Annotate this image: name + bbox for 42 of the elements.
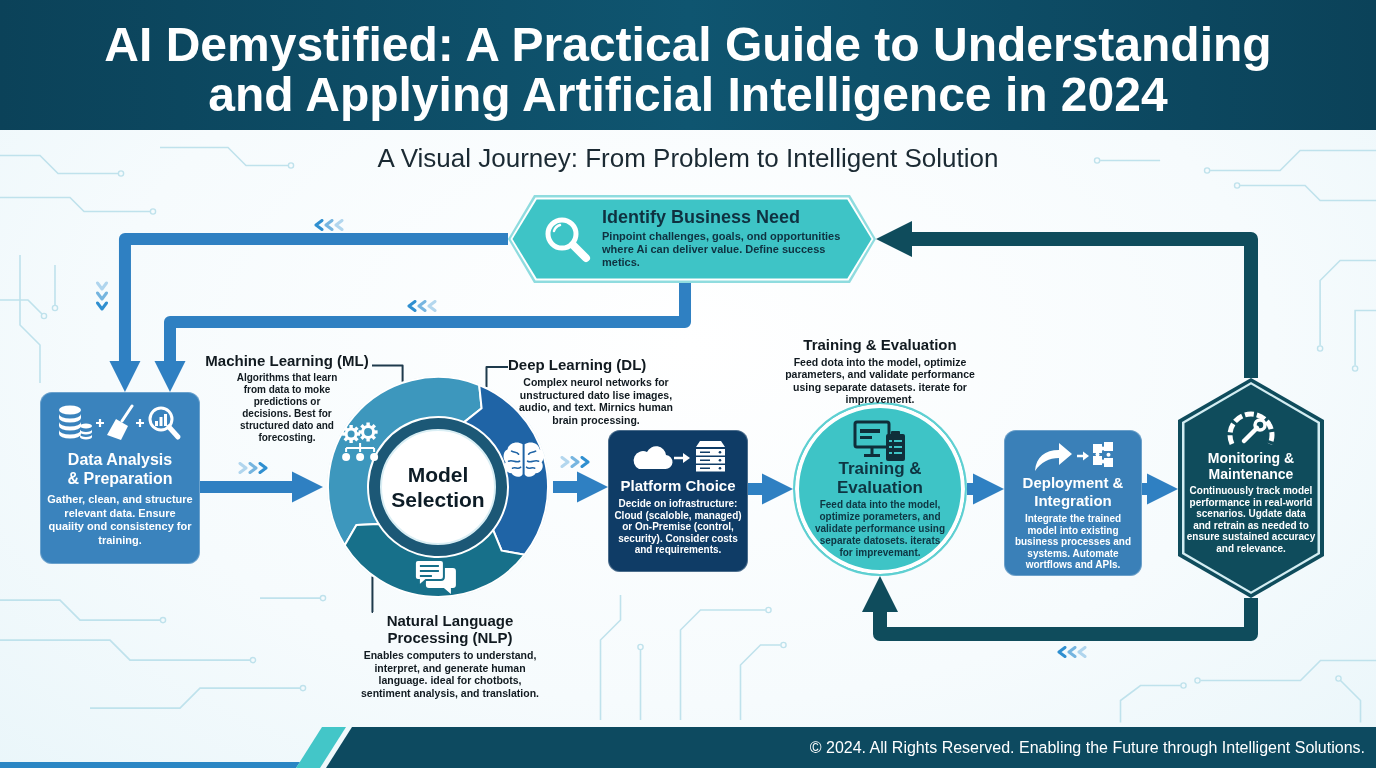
caption-heading: Training & Evaluation (802, 336, 958, 354)
flow-arrow (1141, 473, 1178, 505)
node-title: Platform Choice (619, 477, 737, 495)
node-description: Continuously track model performance in real-world scenarios. Ugdate data and retrain as needed to ensure sustained accuracy and relevance. (1186, 485, 1316, 554)
topic-description: Algorithms that learn from data to moke predictions or decisions. Best for structured dato and forecosting. (235, 372, 339, 444)
flow-arrow (861, 576, 1258, 641)
process-hexagon (1178, 378, 1324, 598)
node-title: Data Analysis & Preparation (66, 450, 174, 488)
node-description: Feed data into the model, optimize porameters, and validate performance using separate datosets. iterats for imprevemant. (813, 499, 946, 559)
topic-description: Enables computers to understand, interpret, and generate human language. ideal for chotbots, sentiment analysis, and translation. (360, 649, 540, 699)
node-description: Gather, clean, and structure relevant data. Ensure quaiity ond consistency for training. (46, 493, 194, 547)
leader-line (485, 365, 509, 389)
flow-arrow (199, 471, 323, 503)
process-card (608, 430, 748, 572)
node-description: Decide on iofrastructure: Cloud (scaloble, managed) or On-Premise (control, security). Consider costs and requirements. (613, 498, 743, 556)
title: AI Demystified: A Practical Guide to Understanding and Applying Artificial Intelligence in 2024 (103, 20, 1273, 120)
process-card (40, 392, 200, 564)
node-title: Model Selection (390, 462, 486, 512)
node-title: Monitoring & Maintenance (1206, 450, 1296, 482)
topic-description: Complex neurol networks for unstructured dato lise images, audio, and text. Mirnics human brain processing. (518, 376, 674, 426)
flow-arrow (876, 220, 1258, 378)
node-title: Training & Evaluation (836, 459, 924, 497)
flow-arrow (154, 283, 691, 392)
topic-heading: Natural Language Processing (NLP) (385, 612, 515, 646)
footer-text: © 2024. All Rights Reserved. Enabling the Future through Intelligent Solutions. (809, 738, 1365, 758)
subtitle: A Visual Journey: From Problem to Intelligent Solution (377, 142, 999, 174)
caption-text: Feed dota into the model, optimize parameters, and validate performance using separate datasets. iterate for improvement. (784, 356, 976, 406)
topic-heading: Machine Learning (ML) (204, 352, 370, 370)
flow-arrow (748, 473, 793, 505)
flow-arrow (553, 471, 608, 503)
leader-line (371, 364, 404, 383)
wheel-segment (343, 523, 526, 598)
node-description: Pinpoint challenges, goals, ond opportunities where Ai can deliver value. Define success metics. (602, 230, 842, 270)
node-title: Identify Business Need (602, 206, 802, 228)
flow-arrow (109, 233, 508, 392)
node-description: Integrate the trained model into existing business processes and systems. Automate wortflows and APIs. (1013, 513, 1133, 571)
flow-arrow (967, 473, 1004, 505)
topic-heading: Deep Learning (DL) (508, 356, 648, 374)
node-title: Deployment & Integration (1021, 474, 1125, 510)
leader-line (371, 575, 374, 613)
process-hexagon (508, 195, 876, 283)
process-card (1004, 430, 1142, 576)
